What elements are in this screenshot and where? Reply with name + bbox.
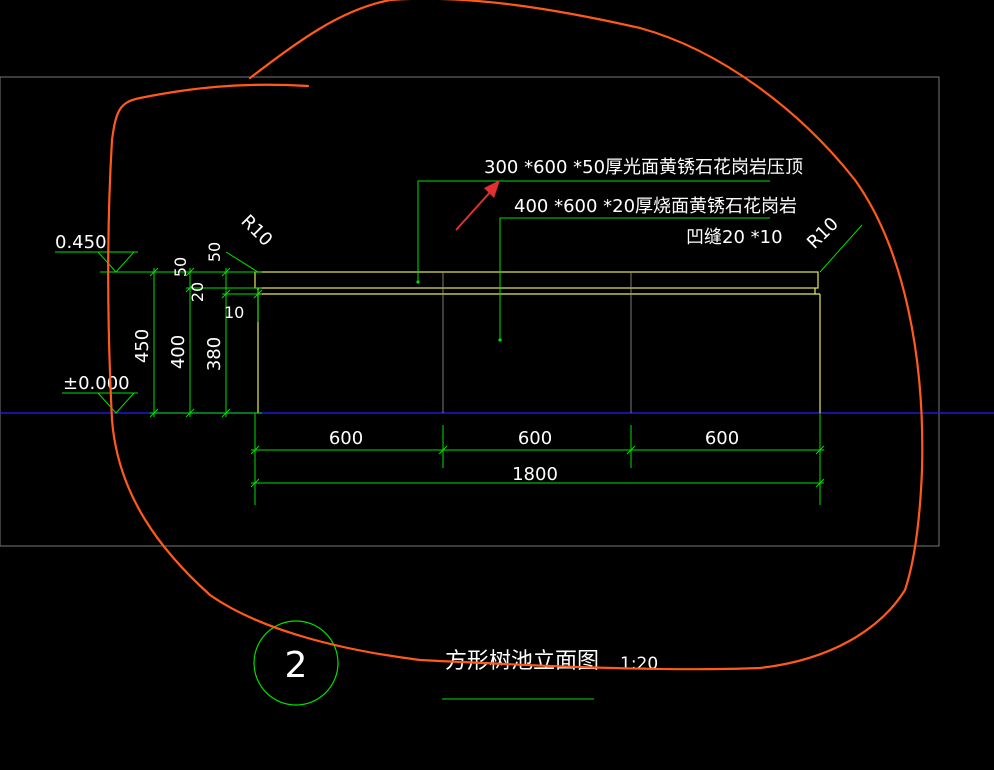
leader-dot-coping xyxy=(416,280,420,284)
layout-frame xyxy=(0,76,940,547)
dim-body-height: 400 xyxy=(168,335,189,369)
leader-dot-facing xyxy=(498,338,502,342)
red-arrow-icon xyxy=(455,180,500,231)
detail-number-circle xyxy=(253,620,339,706)
elevation-ground: ±0.000 xyxy=(63,373,130,394)
leader-coping xyxy=(417,180,770,282)
dim-layer-10: 10 xyxy=(224,303,244,322)
leader-radius-right xyxy=(819,224,863,273)
dim-layer-50: 50 xyxy=(205,242,224,262)
annotation-circle xyxy=(107,0,924,671)
note-joint: 凹缝20 *10 xyxy=(686,227,783,248)
dim-total-height: 450 xyxy=(132,329,153,363)
elevation-mark-ground xyxy=(62,392,138,414)
dim-width-seg3: 600 xyxy=(705,428,739,449)
leader-facing xyxy=(499,217,770,340)
dim-width-total: 1800 xyxy=(512,464,558,485)
coping-stone xyxy=(254,271,819,289)
note-facing: 400 *600 *20厚烧面黄锈石花岗岩 xyxy=(514,196,797,217)
horizontal-dimension-lines xyxy=(250,413,825,505)
radius-label-left: R10 xyxy=(237,211,277,251)
vertical-dimension-lines xyxy=(149,267,263,418)
drawing-scale: 1:20 xyxy=(620,654,658,674)
leader-radius-left xyxy=(225,251,259,273)
note-coping: 300 *600 *50厚光面黄锈石花岗岩压顶 xyxy=(484,157,803,178)
dim-width-seg1: 600 xyxy=(329,428,363,449)
dim-coping-50: 50 xyxy=(171,257,190,277)
tree-pool-outline xyxy=(254,271,821,413)
dim-inner-height: 380 xyxy=(204,337,225,371)
dim-width-seg2: 600 xyxy=(518,428,552,449)
detail-number: 2 xyxy=(285,645,308,686)
elevation-top: 0.450 xyxy=(55,232,107,253)
dim-layer-20: 20 xyxy=(188,282,207,302)
radius-label-right: R10 xyxy=(803,213,843,253)
